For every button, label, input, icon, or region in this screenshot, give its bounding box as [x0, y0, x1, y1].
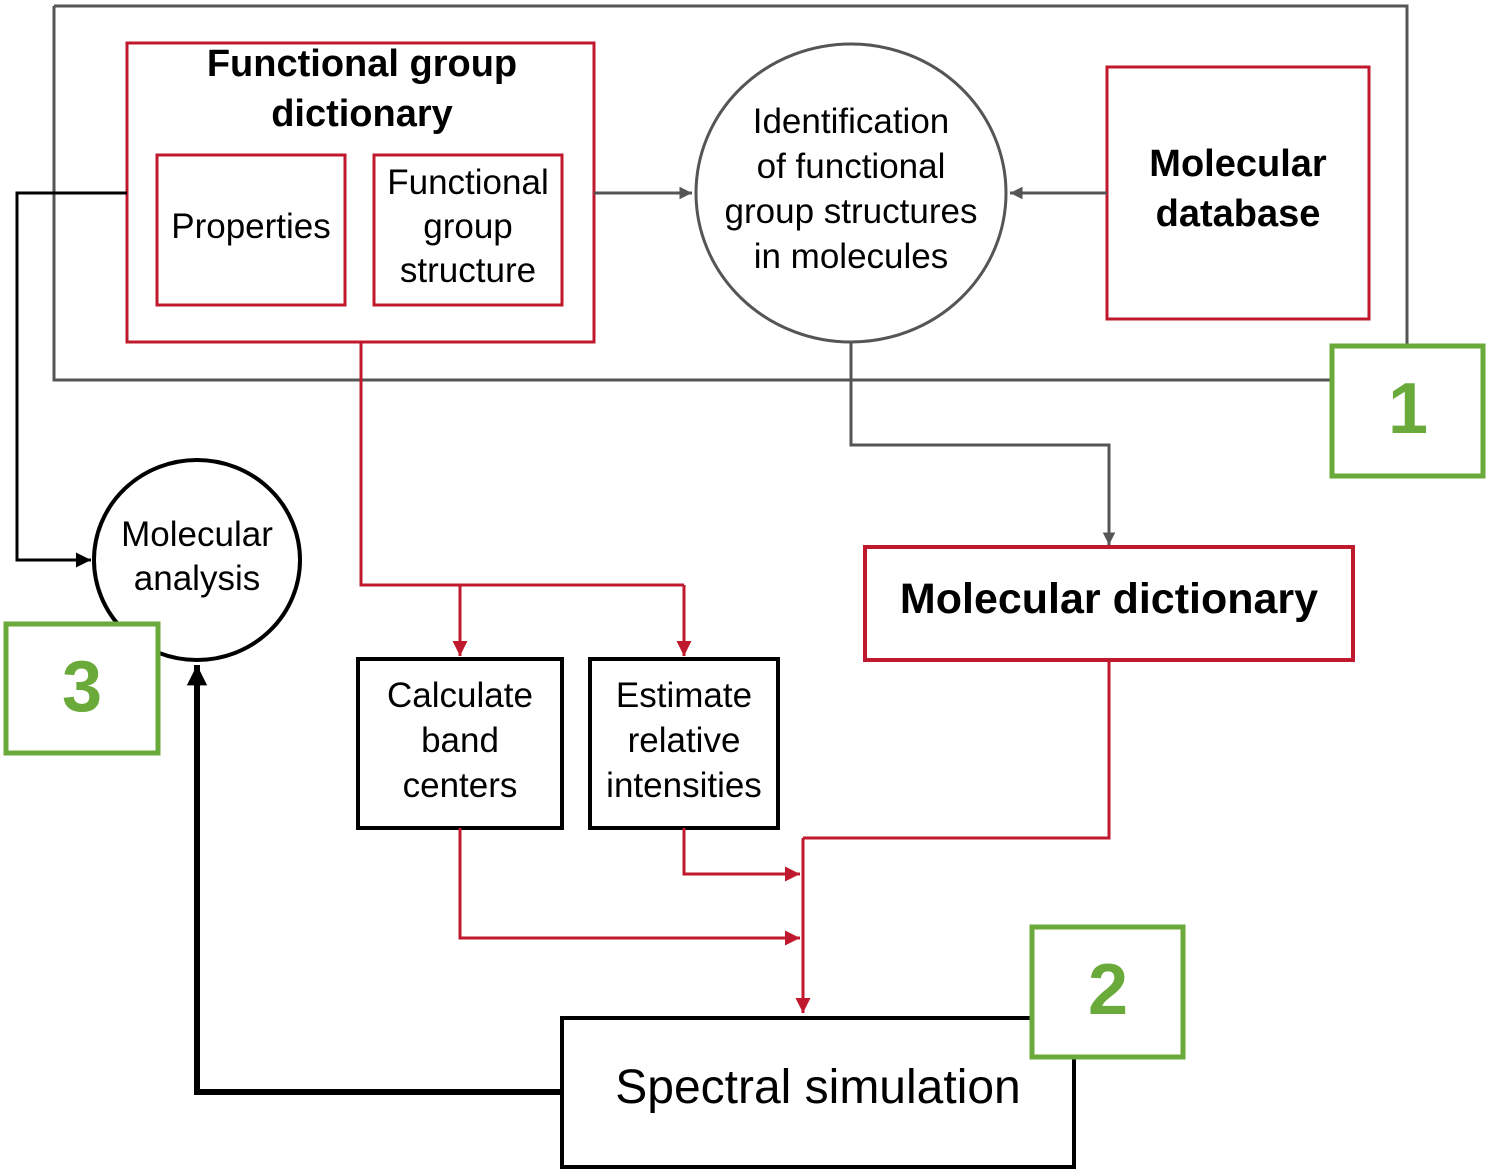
estimate-line-3: intensities — [606, 766, 762, 805]
functional-group-dictionary-title-2: dictionary — [271, 93, 453, 135]
arrow-dictionary-to-molecular-analysis — [15, 191, 127, 568]
estimate-line-1: Estimate — [616, 676, 752, 715]
arrow-spectral-simulation-to-molecular-analysis — [186, 665, 562, 1095]
molecular-dictionary: Molecular dictionary — [863, 545, 1355, 662]
arrow-estimate-to-merge — [682, 828, 800, 882]
identification-line-3: group structures — [725, 192, 978, 231]
molecular-database-line-2: database — [1156, 193, 1321, 235]
stage-badge-1-label: 1 — [1388, 369, 1428, 449]
identification-line-1: Identification — [753, 102, 950, 141]
estimate-line-2: relative — [628, 721, 741, 760]
identification-line-4: in molecules — [754, 237, 949, 276]
molecular-analysis: Molecular analysis — [92, 458, 302, 662]
functional-group-structure-line-1: Functional — [387, 163, 548, 202]
stage-badge-2: 2 — [1029, 924, 1186, 1060]
stage-badge-2-label: 2 — [1088, 950, 1128, 1030]
functional-group-dictionary-title-1: Functional group — [207, 43, 517, 85]
functional-group-structure-box: Functional group structure — [372, 153, 564, 307]
properties-box: Properties — [155, 153, 347, 307]
arrow-calculate-to-merge — [458, 828, 800, 946]
connector-dictionary-split — [359, 342, 684, 587]
identification-process: Identification of functional group struc… — [694, 42, 1008, 344]
identification-line-2: of functional — [757, 147, 946, 186]
calculate-line-1: Calculate — [387, 676, 533, 715]
calculate-band-centers: Calculate band centers — [356, 657, 564, 830]
spectral-simulation-label: Spectral simulation — [615, 1061, 1021, 1114]
molecular-database-line-1: Molecular — [1149, 143, 1327, 185]
estimate-relative-intensities: Estimate relative intensities — [588, 657, 780, 830]
calculate-line-3: centers — [403, 766, 518, 805]
arrow-identification-to-molecular-dictionary — [849, 342, 1116, 545]
functional-group-structure-line-3: structure — [400, 251, 536, 290]
calculate-line-2: band — [421, 721, 499, 760]
stage-badge-3: 3 — [3, 621, 161, 756]
stage-badge-3-label: 3 — [62, 647, 102, 727]
molecular-analysis-line-1: Molecular — [121, 515, 273, 554]
functional-group-structure-line-2: group — [423, 207, 513, 246]
molecular-database: Molecular database — [1105, 65, 1371, 321]
molecular-dictionary-label: Molecular dictionary — [900, 575, 1318, 623]
properties-label: Properties — [171, 207, 331, 246]
spectral-simulation: Spectral simulation — [560, 1016, 1076, 1169]
stage1-frame — [52, 4, 1409, 382]
molecular-analysis-line-2: analysis — [134, 559, 260, 598]
connector-molecular-dictionary-down — [803, 660, 1111, 840]
stage-badge-1: 1 — [1329, 343, 1486, 479]
